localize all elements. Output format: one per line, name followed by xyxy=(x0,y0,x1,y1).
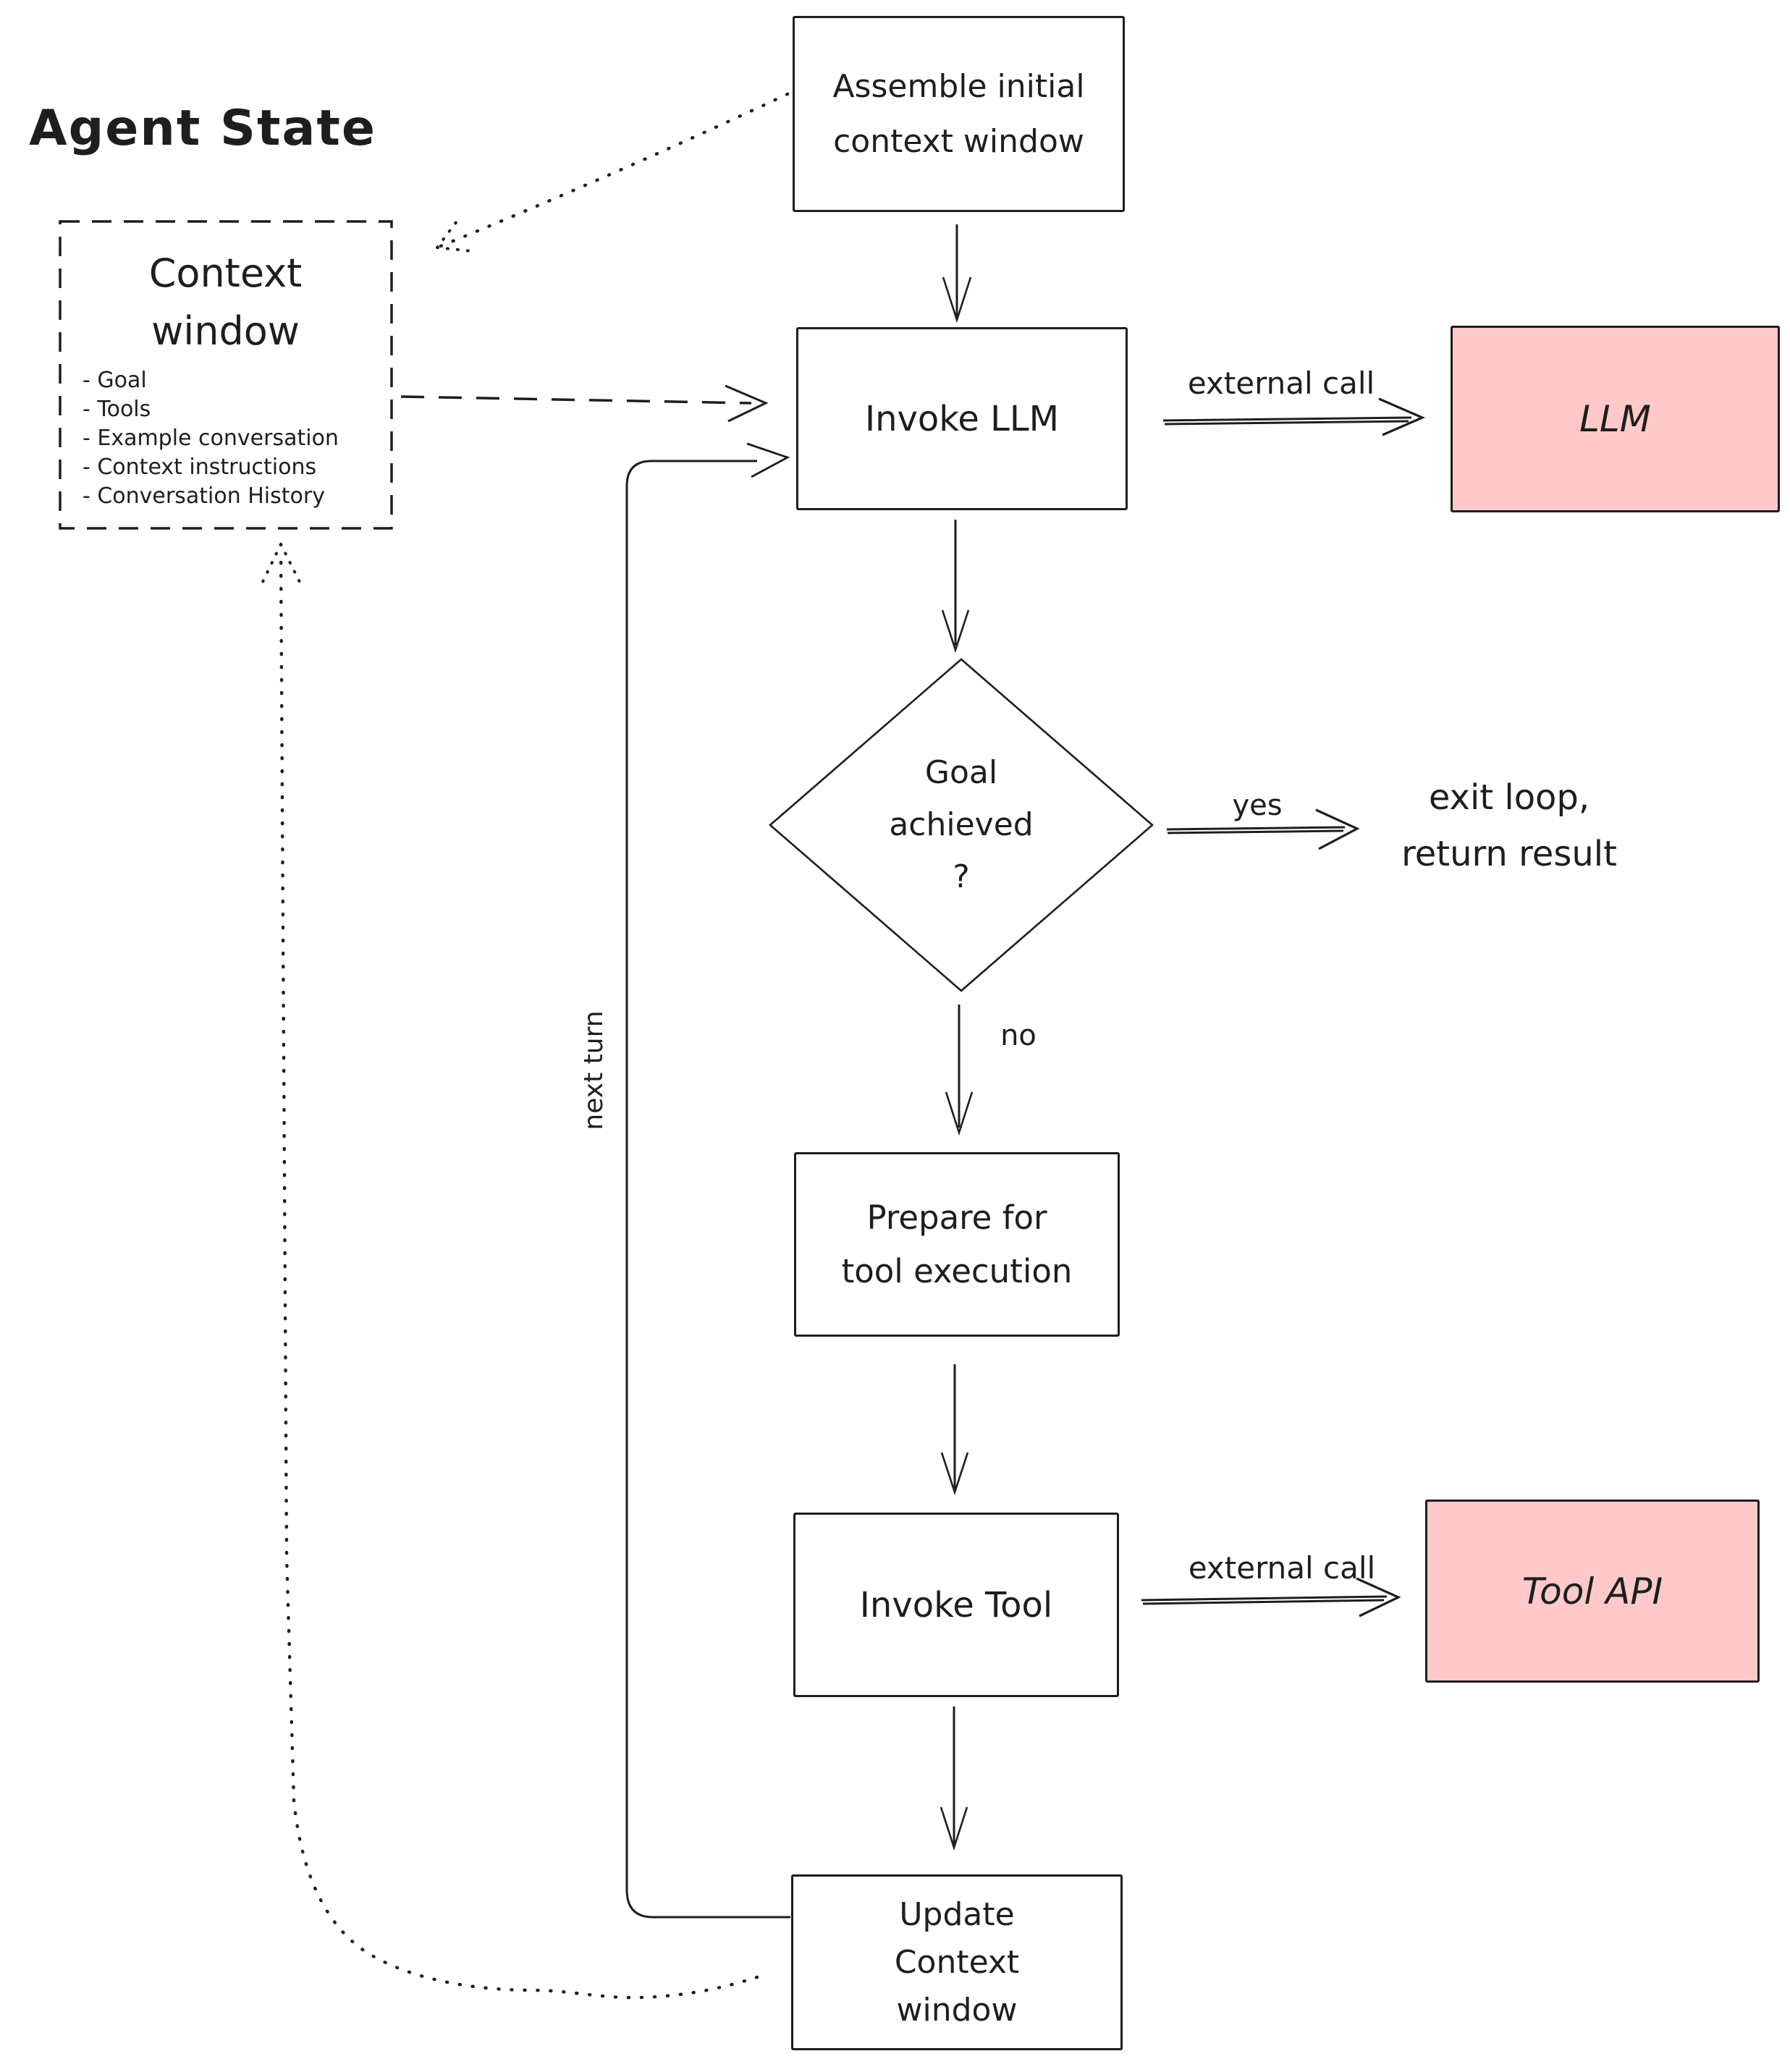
decision-goal-achieved-text: Goal achieved ? xyxy=(889,754,1034,895)
edge-label-external-call-llm: external call xyxy=(1187,365,1375,401)
dotted-arrow-update-to-context-window xyxy=(279,551,759,2000)
decision-diamond-shape xyxy=(769,658,1154,992)
node-llm-external: LLM xyxy=(1451,326,1780,512)
loop-next-turn xyxy=(625,460,790,1919)
arrowhead-next-turn xyxy=(746,442,790,478)
dashed-arrowhead-invoke-llm xyxy=(725,384,769,423)
context-window-item-example-conversation: - Example conversation xyxy=(83,426,339,451)
context-window-item-context-instructions: - Context instructions xyxy=(83,454,317,480)
context-window-dashed-box xyxy=(59,220,393,530)
dashed-arrow-context-to-invoke-llm xyxy=(400,395,752,405)
context-window-item-tools: - Tools xyxy=(83,397,151,422)
edge-label-yes: yes xyxy=(1232,789,1283,822)
note-exit-loop-return-result: exit loop, return result xyxy=(1401,777,1617,874)
diagram-title: Agent State xyxy=(29,100,377,157)
arrowhead-prepare-top xyxy=(945,1091,974,1136)
arrowhead-decision-top xyxy=(941,609,970,654)
arrowhead-yes xyxy=(1315,808,1360,850)
context-window-heading: Context window xyxy=(148,250,303,354)
node-update-context-window: Update Context window xyxy=(791,1874,1123,2050)
node-assemble-initial-context-window: Assemble initial context window xyxy=(793,16,1125,212)
context-window-item-goal: - Goal xyxy=(83,368,147,393)
arrowhead-invoke-llm-top xyxy=(942,276,972,324)
context-window-item-conversation-history: - Conversation History xyxy=(83,483,325,509)
dotted-arrow-assemble-to-context-window xyxy=(435,92,790,250)
edge-label-next-turn: next turn xyxy=(579,1010,609,1130)
arrowhead-update-top xyxy=(940,1806,968,1851)
dotted-arrowhead-context-window-bottom xyxy=(261,543,301,585)
dotted-arrowhead-context-window xyxy=(436,217,473,253)
arrowhead-invoke-tool-top xyxy=(940,1452,969,1496)
edge-label-external-call-tool: external call xyxy=(1188,1550,1376,1586)
arrow-yes xyxy=(1166,826,1346,834)
arrowhead-llm xyxy=(1378,397,1426,436)
node-tool-api-external: Tool API xyxy=(1425,1500,1760,1683)
arrow-invoke-llm-to-llm xyxy=(1162,416,1412,426)
node-prepare-for-tool-execution: Prepare for tool execution xyxy=(794,1152,1120,1337)
context-window-item-list: - Goal - Tools - Example conversation - … xyxy=(83,366,339,511)
node-invoke-llm: Invoke LLM xyxy=(796,327,1128,510)
arrow-invoke-tool-to-tool-api xyxy=(1141,1595,1388,1605)
node-invoke-tool: Invoke Tool xyxy=(793,1513,1119,1697)
arrowhead-tool-api xyxy=(1356,1577,1401,1618)
edge-label-no: no xyxy=(1000,1019,1037,1052)
